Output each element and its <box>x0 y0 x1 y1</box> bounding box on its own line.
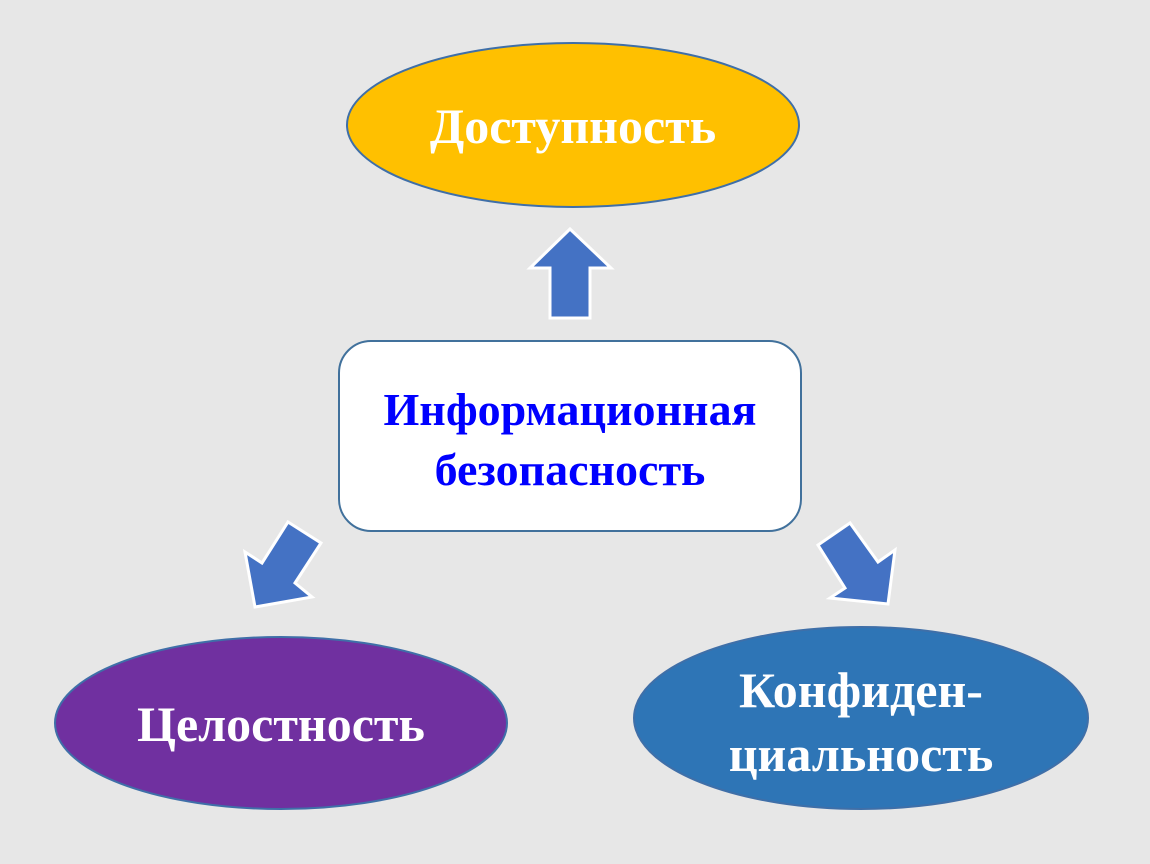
confidentiality-label: Конфиден- циальность <box>634 658 1088 786</box>
arrow-up-icon <box>526 226 615 320</box>
availability-label: Доступность <box>429 98 717 154</box>
confidentiality-line2: циальность <box>728 726 994 782</box>
center-title: Информационная безопасность <box>339 380 801 500</box>
arrow-down-right-icon <box>815 520 897 606</box>
center-box <box>338 340 802 532</box>
availability-ellipse <box>346 42 800 208</box>
center-line1: Информационная <box>383 384 757 435</box>
integrity-label: Целостность <box>137 696 425 752</box>
integrity-ellipse <box>54 636 508 810</box>
arrow-down-left-icon <box>242 519 324 609</box>
center-line2: безопасность <box>434 444 706 495</box>
confidentiality-ellipse <box>633 626 1089 810</box>
confidentiality-line1: Конфиден- <box>739 662 983 718</box>
